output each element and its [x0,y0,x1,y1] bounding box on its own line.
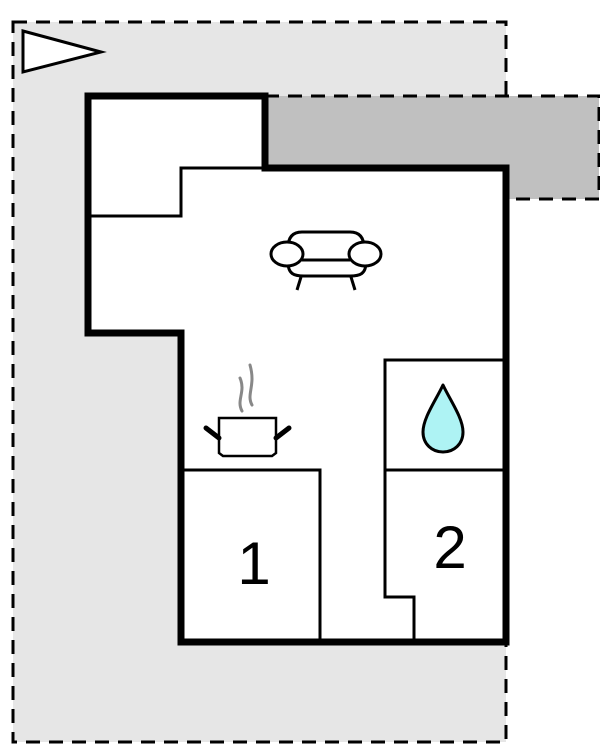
cooking-pot-icon [203,363,292,458]
water-drop-icon [421,383,465,454]
partition-wall-upper [88,166,265,218]
armchair-icon [269,230,383,291]
bathroom-wall [383,358,506,472]
bedroom-2-label: 2 [433,514,467,581]
building-interior [88,96,506,642]
triangle-pointer-icon [21,29,107,74]
building-outer-wall [84,92,510,646]
bedroom-2-wall [383,470,416,642]
bedroom-1-label: 1 [237,530,271,597]
bedroom-1-wall [181,468,322,642]
